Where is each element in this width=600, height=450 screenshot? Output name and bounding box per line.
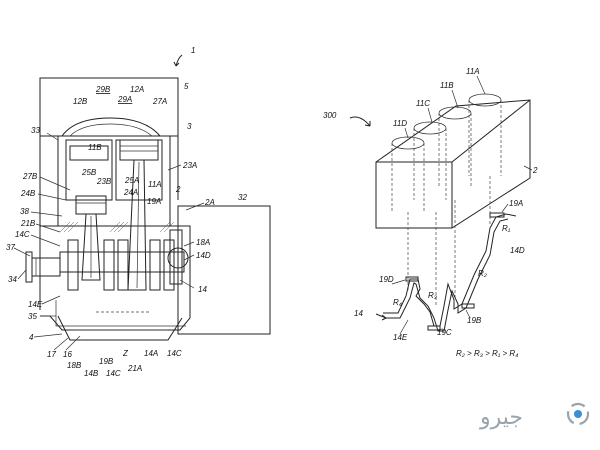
label-14-right: 14: [354, 309, 363, 318]
label-27B: 27B: [22, 172, 38, 181]
label-5: 5: [184, 82, 189, 91]
right-figure-labels: 300 11A 11B 11C 11D 2 19A R₁ 14D 19D R₄ …: [323, 67, 538, 358]
label-29B: 29B: [95, 85, 111, 94]
label-21A: 21A: [127, 364, 142, 373]
left-figure-labels: 1 5 3 33 29B 29A 12A 12B 27A 11B 23A 27B…: [6, 46, 247, 378]
label-18B: 18B: [67, 361, 82, 370]
label-19C: 19C: [437, 328, 452, 337]
label-11B-right: 11B: [440, 81, 454, 90]
label-12B: 12B: [73, 97, 88, 106]
label-14E-right: 14E: [393, 333, 408, 342]
label-17: 17: [47, 350, 56, 359]
label-2-right: 2: [532, 166, 538, 175]
label-14D-right: 14D: [510, 246, 525, 255]
label-2A: 2A: [204, 198, 215, 207]
label-37: 37: [6, 243, 15, 252]
label-32: 32: [238, 193, 247, 202]
label-16: 16: [63, 350, 72, 359]
label-3: 3: [187, 122, 192, 131]
label-29A: 29A: [117, 95, 132, 104]
label-25A: 25A: [124, 176, 139, 185]
label-25B: 25B: [81, 168, 97, 177]
label-14A: 14A: [144, 349, 158, 358]
radius-relation: R₂ > R₃ > R₁ > R₄: [456, 349, 518, 358]
label-4: 4: [29, 333, 34, 342]
label-19B-right: 19B: [467, 316, 482, 325]
label-11C: 11C: [416, 99, 430, 108]
crank-schematic: [349, 93, 531, 332]
watermark-logo: جیرو: [479, 402, 590, 430]
label-19D: 19D: [379, 275, 394, 284]
label-33: 33: [31, 126, 40, 135]
label-23A: 23A: [182, 161, 197, 170]
label-14E: 14E: [28, 300, 43, 309]
label-18A: 18A: [196, 238, 210, 247]
engine-cross-section: [25, 54, 271, 341]
label-2: 2: [175, 185, 181, 194]
label-Z: Z: [122, 349, 129, 358]
label-R2: R₂: [478, 269, 487, 278]
label-11A-right: 11A: [466, 67, 480, 76]
label-19A: 19A: [147, 197, 161, 206]
label-23B: 23B: [96, 177, 112, 186]
label-38: 38: [20, 207, 29, 216]
label-R1: R₁: [502, 224, 511, 233]
label-11D: 11D: [393, 119, 407, 128]
label-12A: 12A: [130, 85, 144, 94]
label-14C-bottom: 14C: [106, 369, 121, 378]
label-14B: 14B: [84, 369, 99, 378]
label-24B: 24B: [20, 189, 36, 198]
label-35: 35: [28, 312, 37, 321]
label-R3: R₃: [428, 291, 437, 300]
label-300: 300: [323, 111, 337, 120]
label-11A: 11A: [148, 180, 162, 189]
label-19B: 19B: [99, 357, 114, 366]
label-24A: 24A: [123, 188, 138, 197]
label-21B: 21B: [20, 219, 36, 228]
label-19A-right: 19A: [509, 199, 523, 208]
label-14D: 14D: [196, 251, 211, 260]
label-34: 34: [8, 275, 17, 284]
label-14C-right: 14C: [167, 349, 182, 358]
label-14: 14: [198, 285, 207, 294]
label-R4: R₄: [393, 298, 402, 307]
label-11B: 11B: [88, 143, 102, 152]
label-27A: 27A: [152, 97, 167, 106]
label-14C-left: 14C: [15, 230, 30, 239]
label-fig-1: 1: [191, 46, 195, 55]
watermark-logo-text: جیرو: [479, 405, 523, 430]
